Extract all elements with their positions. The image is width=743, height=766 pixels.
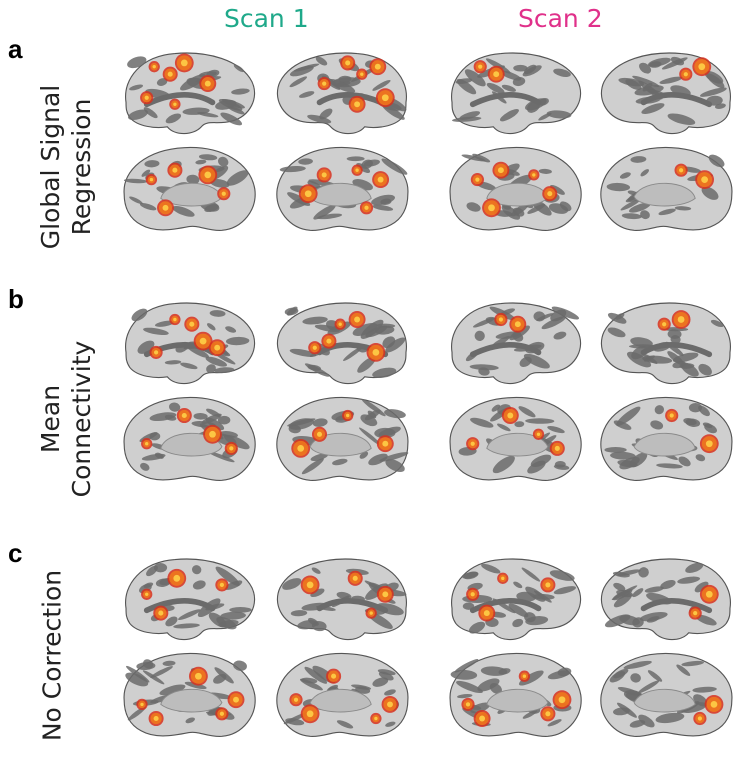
activation-overlay <box>291 409 394 458</box>
activation-overlay <box>693 695 724 726</box>
brain-gsr-scan2-left-lateral <box>451 52 582 135</box>
sulci-pattern <box>458 404 570 474</box>
activation-overlay <box>149 313 226 359</box>
activation-overlay <box>145 162 231 217</box>
brain-mean-connectivity-scan1-left-lateral <box>125 302 256 385</box>
activation-overlay <box>470 161 558 218</box>
activation-overlay <box>308 311 386 362</box>
brain-no-correction-scan1-left-lateral <box>125 558 256 641</box>
brain-no-correction-scan1-right-medial <box>276 653 409 737</box>
brain-no-correction-scan1-left-medial <box>123 653 256 737</box>
activation-overlay <box>466 572 556 622</box>
panel-letter-c: c <box>8 538 23 568</box>
brain-gsr-scan1-left-medial <box>123 147 256 231</box>
brain-mean-connectivity-scan1-left-medial <box>123 397 256 481</box>
sulci-pattern <box>609 660 717 728</box>
sulci-pattern <box>279 156 408 220</box>
activation-overlay <box>688 584 719 620</box>
activation-overlay <box>466 407 565 456</box>
column-title-scan-2: Scan 2 <box>518 4 603 33</box>
activation-overlay <box>473 60 505 83</box>
brain-gsr-scan1-left-lateral <box>125 52 256 135</box>
brain-gsr-scan2-left-medial <box>449 147 582 231</box>
brain-mean-connectivity-scan2-right-medial <box>600 397 733 481</box>
brain-no-correction-scan2-right-medial <box>600 653 733 737</box>
sulci-pattern <box>604 562 717 628</box>
activation-overlay <box>317 55 395 113</box>
activation-overlay <box>461 670 572 727</box>
brain-mean-connectivity-scan1-right-lateral <box>276 302 407 385</box>
brain-mean-connectivity-scan2-left-medial <box>449 397 582 481</box>
brain-mean-connectivity-scan1-right-medial <box>276 397 409 481</box>
sulci-pattern <box>618 56 727 125</box>
activation-overlay <box>136 666 245 727</box>
brain-gsr-scan2-right-medial <box>600 147 733 231</box>
sulci-pattern <box>462 563 576 634</box>
brain-gsr-scan2-right-lateral <box>600 52 731 135</box>
brain-gsr-scan1-right-medial <box>276 147 409 231</box>
activation-overlay <box>679 57 712 81</box>
activation-overlay <box>665 408 719 454</box>
sulci-pattern <box>465 306 580 376</box>
brain-no-correction-scan2-right-lateral <box>600 558 731 641</box>
sulci-pattern <box>607 312 724 377</box>
brain-no-correction-scan2-left-medial <box>449 653 582 737</box>
activation-overlay <box>298 164 390 215</box>
activation-overlay <box>300 570 394 619</box>
column-title-scan-1: Scan 1 <box>224 4 309 33</box>
panel-letter-a: a <box>8 34 23 64</box>
sulci-pattern <box>604 403 717 470</box>
brain-gsr-scan1-right-lateral <box>276 52 407 135</box>
activation-overlay <box>494 312 527 333</box>
brain-mean-connectivity-scan2-left-lateral <box>451 302 582 385</box>
activation-overlay <box>141 407 238 455</box>
activation-overlay <box>674 163 714 189</box>
sulci-pattern <box>123 154 249 217</box>
activation-overlay <box>140 53 217 110</box>
row-label-no-correction: No Correction <box>37 569 67 742</box>
activation-overlay <box>289 668 399 725</box>
activation-overlay <box>141 568 229 621</box>
panel-letter-b: b <box>8 284 24 314</box>
brain-no-correction-scan2-left-lateral <box>451 558 582 641</box>
activation-overlay <box>657 310 691 331</box>
sulci-pattern <box>606 154 725 220</box>
brain-no-correction-scan1-right-lateral <box>276 558 407 641</box>
brain-mean-connectivity-scan2-right-lateral <box>600 302 731 385</box>
